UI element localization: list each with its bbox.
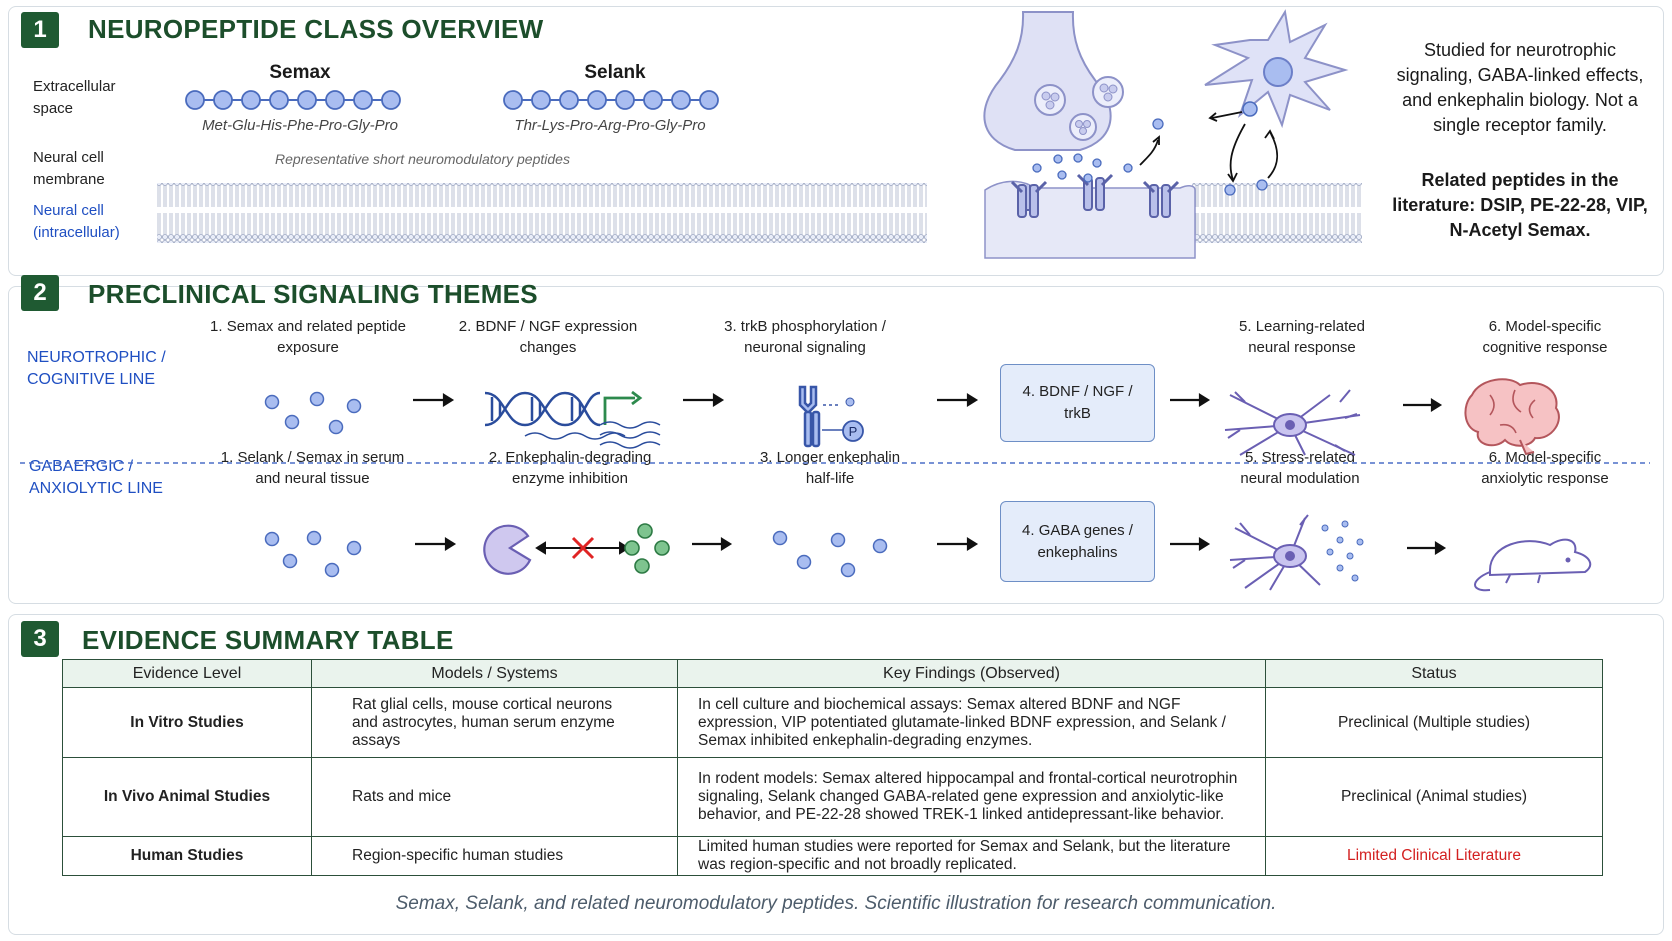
row-findings: Limited human studies were reported for …	[677, 836, 1266, 876]
amino-acid-bead	[503, 90, 523, 110]
semax-name: Semax	[269, 62, 331, 83]
selank-sequence: Thr-Lys-Pro-Arg-Pro-Gly-Pro	[514, 117, 706, 134]
section-3-title: EVIDENCE SUMMARY TABLE	[82, 625, 454, 655]
row-status-limited: Limited Clinical Literature	[1265, 836, 1603, 876]
section-2-title: PRECLINICAL SIGNALING THEMES	[88, 279, 538, 309]
amino-acid-bead	[297, 90, 317, 110]
gaba-step-6: 6. Model-specific anxiolytic response	[1481, 449, 1609, 487]
amino-acid-bead	[353, 90, 373, 110]
row-models: Region-specific human studies	[311, 836, 678, 876]
amino-acid-bead	[587, 90, 607, 110]
row-status: Preclinical (Multiple studies)	[1265, 687, 1603, 758]
row-models: Rats and mice	[311, 757, 678, 837]
extracellular-label: Extracellular space	[33, 78, 116, 117]
related-peptides-text: Related peptides in the literature: DSIP…	[1392, 170, 1648, 240]
section-signaling-themes	[8, 286, 1664, 604]
neuro-step-6: 6. Model-specific cognitive response	[1482, 318, 1608, 356]
amino-acid-bead	[381, 90, 401, 110]
membrane-label: Neural cell membrane	[33, 149, 105, 188]
overview-side-text: Studied for neurotrophic signaling, GABA…	[1396, 40, 1644, 135]
phospho-label: P	[849, 424, 858, 439]
neuro-step-5: 5. Learning-related neural response	[1239, 318, 1365, 356]
amino-acid-bead	[325, 90, 345, 110]
row-level: In Vivo Animal Studies	[62, 757, 312, 837]
gaba-step-2: 2. Enkephalin-degrading enzyme inhibitio…	[488, 449, 652, 487]
figure-caption: Semax, Selank, and related neuromodulato…	[395, 893, 1277, 914]
amino-acid-bead	[559, 90, 579, 110]
gaba-step-3: 3. Longer enkephalin half-life	[759, 449, 901, 487]
neuro-step-2: 2. BDNF / NGF expression changes	[458, 318, 638, 356]
table-row: In Vivo Animal Studies Rats and mice In …	[62, 757, 1603, 837]
neuro-step-4-box: 4. BDNF / NGF / trkB	[1000, 364, 1155, 442]
row-models: Rat glial cells, mouse cortical neurons …	[311, 687, 678, 758]
amino-acid-bead	[269, 90, 289, 110]
amino-acid-bead	[185, 90, 205, 110]
gaba-step-5: 5. Stress-related neural modulation	[1240, 449, 1360, 487]
neuro-step-3: 3. trkB phosphorylation / neuronal signa…	[724, 318, 886, 356]
row-findings: In cell culture and biochemical assays: …	[677, 687, 1266, 758]
table-header-row: Evidence Level Models / Systems Key Find…	[62, 659, 1603, 688]
amino-acid-bead	[241, 90, 261, 110]
gaba-step-1: 1. Selank / Semax in serum and neural ti…	[220, 449, 405, 487]
neuro-step-1: 1. Semax and related peptide exposure	[210, 318, 406, 356]
section-1-title: NEUROPEPTIDE CLASS OVERVIEW	[88, 14, 544, 44]
amino-acid-bead	[213, 90, 233, 110]
row-status: Preclinical (Animal studies)	[1265, 757, 1603, 837]
table-row: In Vitro Studies Rat glial cells, mouse …	[62, 687, 1603, 758]
selank-name: Selank	[584, 62, 646, 83]
row-findings: In rodent models: Semax altered hippocam…	[677, 757, 1266, 837]
col-status: Status	[1265, 659, 1603, 688]
col-evidence-level: Evidence Level	[62, 659, 312, 688]
table-row: Human Studies Region-specific human stud…	[62, 836, 1603, 876]
section-1-badge: 1	[21, 12, 59, 48]
peptide-note: Representative short neuromodulatory pep…	[275, 151, 570, 167]
amino-acid-bead	[615, 90, 635, 110]
row-level: Human Studies	[62, 836, 312, 876]
col-findings: Key Findings (Observed)	[677, 659, 1266, 688]
section-2-badge: 2	[21, 275, 59, 311]
evidence-table: Evidence Level Models / Systems Key Find…	[62, 659, 1603, 876]
neurotrophic-line-label: NEUROTROPHIC / COGNITIVE LINE	[27, 349, 166, 388]
amino-acid-bead	[531, 90, 551, 110]
row-level: In Vitro Studies	[62, 687, 312, 758]
col-models: Models / Systems	[311, 659, 678, 688]
section-3-badge: 3	[21, 621, 59, 657]
semax-sequence: Met-Glu-His-Phe-Pro-Gly-Pro	[202, 117, 398, 134]
gaba-step-4-box: 4. GABA genes / enkephalins	[1000, 501, 1155, 582]
amino-acid-bead	[699, 90, 719, 110]
gabaergic-line-label: GABAERGIC / ANXIOLYTIC LINE	[29, 458, 163, 497]
intracellular-label: Neural cell (intracellular)	[33, 202, 120, 241]
amino-acid-bead	[643, 90, 663, 110]
amino-acid-bead	[671, 90, 691, 110]
